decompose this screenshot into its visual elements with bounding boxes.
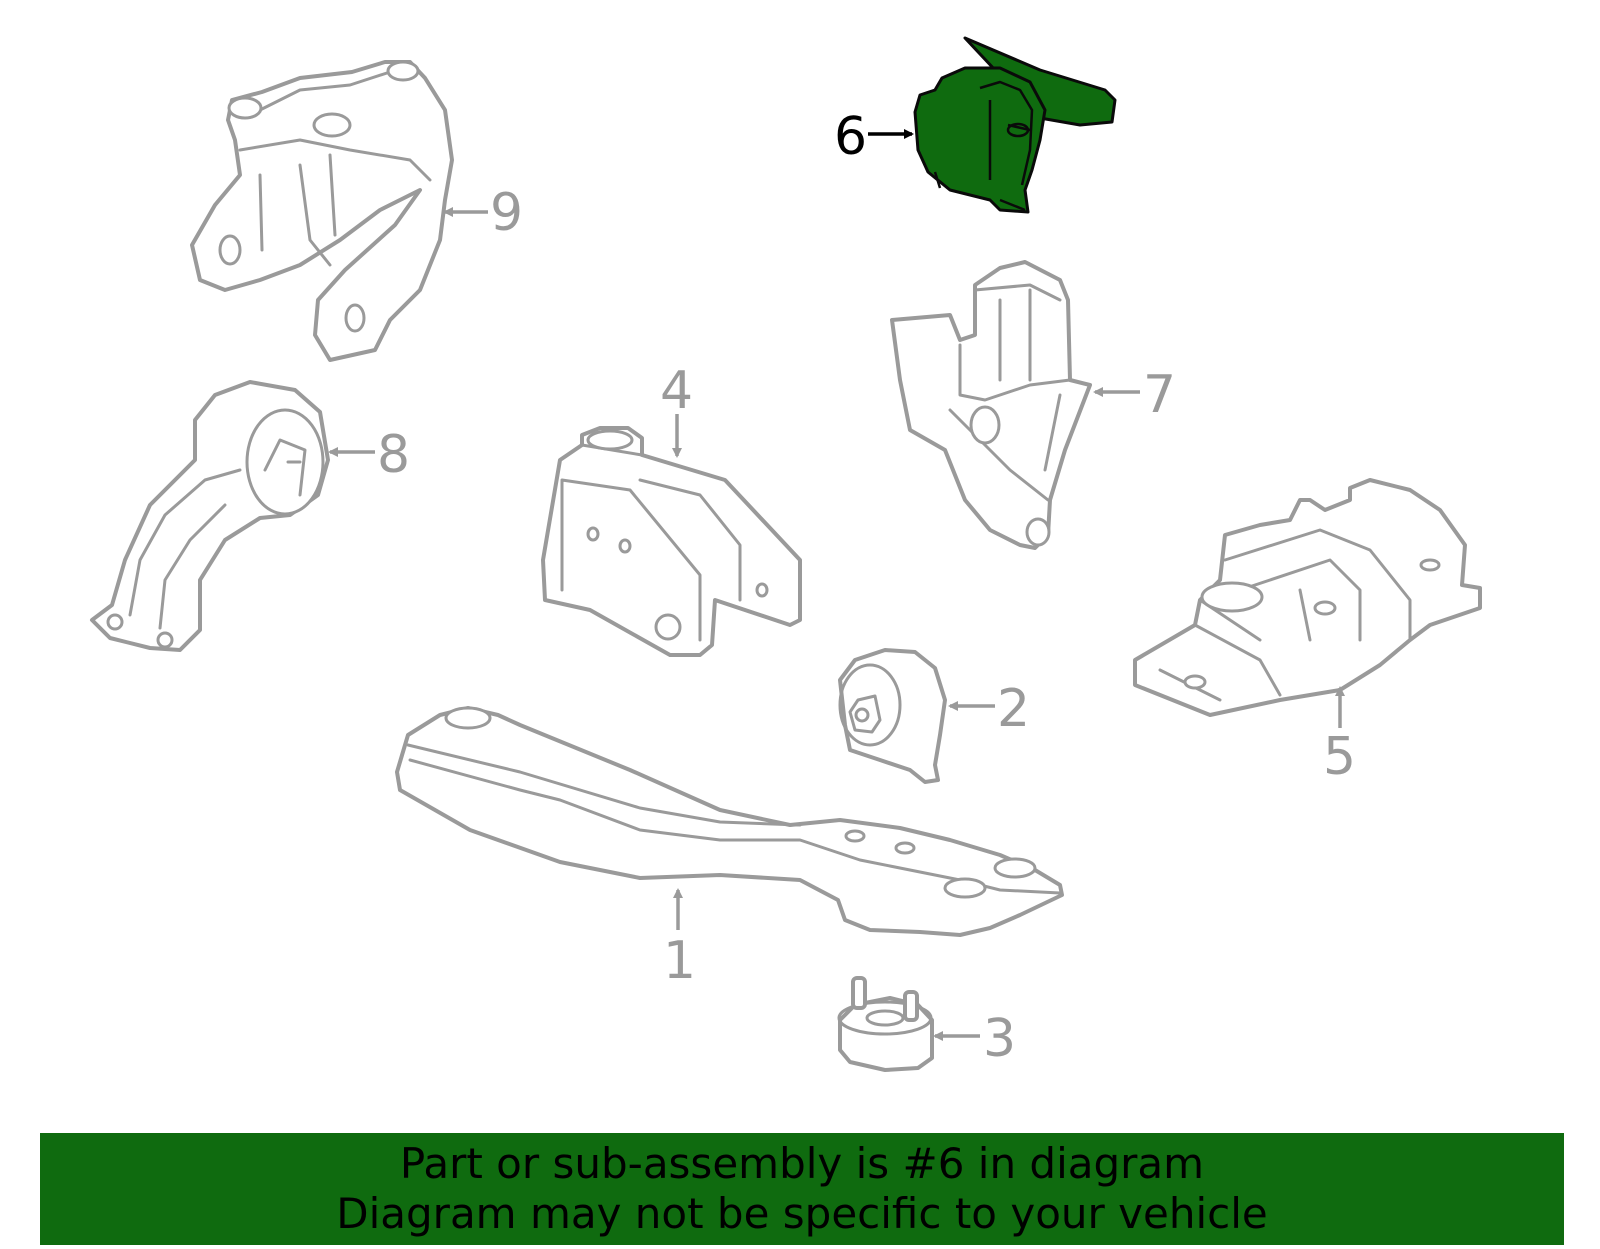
part-4-plate-bracket[interactable] [541,426,802,657]
callout-1: 1 [663,888,696,991]
callout-8: 8 [328,425,410,485]
callout-label-3: 3 [983,1009,1016,1069]
callout-3: 3 [933,1009,1016,1069]
callout-6: 6 [834,107,914,167]
banner-line-part: Part or sub-assembly is #6 in diagram [399,1139,1205,1188]
part-2-small-mount[interactable] [838,648,947,784]
callout-label-4: 4 [660,361,693,421]
callout-label-9: 9 [490,183,523,243]
part-1-crossmember[interactable] [395,706,1064,937]
callout-9: 9 [443,183,523,243]
callout-label-6: 6 [834,107,867,167]
part-6-mount-highlighted[interactable] [913,36,1117,214]
callout-7: 7 [1093,365,1176,425]
part-9-bracket[interactable] [190,60,454,362]
callout-5: 5 [1323,686,1356,787]
part-7-bracket[interactable] [890,260,1092,550]
banner-line-disclaimer: Diagram may not be specific to your vehi… [336,1189,1268,1238]
callout-label-8: 8 [377,425,410,485]
info-banner: Part or sub-assembly is #6 in diagram Di… [40,1133,1564,1245]
part-5-large-mount[interactable] [1133,478,1482,717]
callout-2: 2 [948,679,1030,739]
part-3-isolator[interactable] [837,976,934,1072]
callout-label-2: 2 [997,679,1030,739]
callout-label-5: 5 [1323,727,1356,787]
parts-diagram: 9 6 7 8 [90,36,1482,1072]
callout-label-7: 7 [1143,365,1176,425]
callout-4: 4 [660,361,693,458]
part-8-arm-mount[interactable] [90,380,330,652]
callout-label-1: 1 [663,931,696,991]
